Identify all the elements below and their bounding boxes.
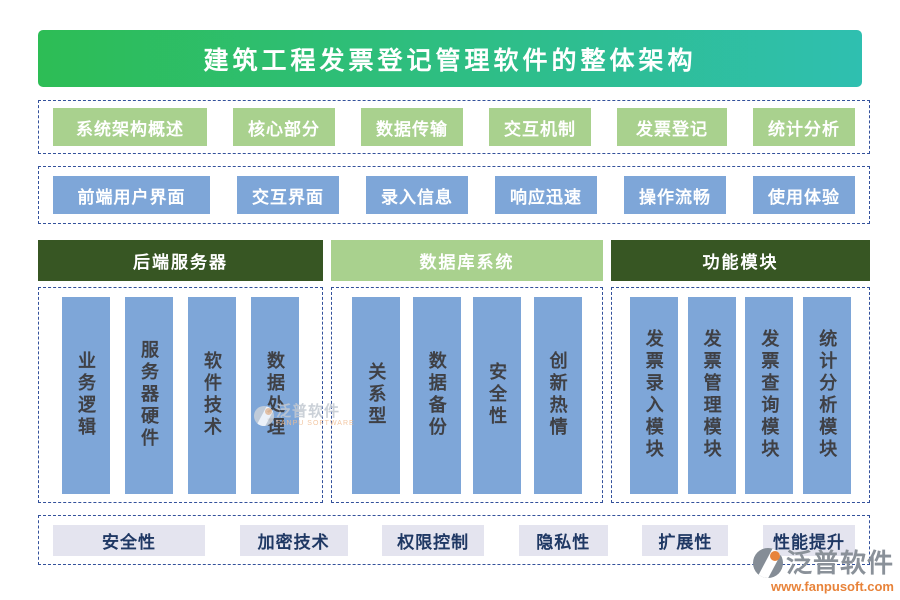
bar-label: 发票录入模块 [643,329,664,461]
chip-encryption: 加密技术 [239,524,348,556]
database-system-frame: 关系型 数据备份 安全性 创新热情 [331,287,603,503]
function-modules-frame: 发票录入模块 发票管理模块 发票查询模块 统计分析模块 [611,287,870,503]
header-backend-server: 后端服务器 [38,240,323,281]
chip-scalability: 扩展性 [642,524,729,556]
backend-server-frame: 业务逻辑 服务器硬件 软件技术 数据处理 [38,287,323,503]
bar-data-backup: 数据备份 [412,296,461,494]
node-info-entry: 录入信息 [366,176,468,214]
bar-label: 统计分析模块 [817,329,838,461]
node-data-transmission: 数据传输 [361,108,463,146]
brand-website: www.fanpusoft.com [770,579,894,594]
bar-relational: 关系型 [352,296,401,494]
brand-name: 泛普软件 [785,548,894,578]
node-user-experience: 使用体验 [753,176,855,214]
bar-label: 软件技术 [202,351,222,439]
bar-label: 服务器硬件 [139,340,159,450]
header-function-modules: 功能模块 [611,240,870,281]
bar-label: 数据处理 [265,351,285,439]
brand-logo: 泛普软件 www.fanpusoft.com [748,548,894,593]
bar-label: 创新热情 [547,351,568,439]
bar-label: 发票管理模块 [701,329,722,461]
chip-privacy: 隐私性 [518,524,608,556]
bar-security: 安全性 [473,296,522,494]
bar-invoice-entry-module: 发票录入模块 [629,296,678,494]
section-columns: 业务逻辑 服务器硬件 软件技术 数据处理 关系型 数据备份 安全性 创新热情 发… [38,287,870,503]
bar-label: 业务逻辑 [76,351,96,439]
quality-row-frame: 安全性 加密技术 权限控制 隐私性 扩展性 性能提升 [38,515,870,565]
chip-security: 安全性 [53,524,205,556]
header-database-system: 数据库系统 [331,240,603,281]
bar-data-processing: 数据处理 [251,296,299,494]
overview-row-frame: 系统架构概述 核心部分 数据传输 交互机制 发票登记 统计分析 [38,100,870,154]
diagram-title: 建筑工程发票登记管理软件的整体架构 [38,30,862,87]
bar-invoice-management-module: 发票管理模块 [687,296,736,494]
frontend-row-frame: 前端用户界面 交互界面 录入信息 响应迅速 操作流畅 使用体验 [38,166,870,224]
node-core-part: 核心部分 [233,108,335,146]
node-fast-response: 响应迅速 [495,176,597,214]
node-statistical-analysis: 统计分析 [753,108,855,146]
bar-label: 安全性 [487,362,508,428]
node-invoice-registration: 发票登记 [617,108,727,146]
bar-server-hardware: 服务器硬件 [125,296,173,494]
chip-permission-control: 权限控制 [382,524,485,556]
bar-label: 关系型 [366,362,387,428]
fanpu-logo-icon [752,548,783,578]
node-smooth-operation: 操作流畅 [624,176,726,214]
node-interaction-mechanism: 交互机制 [489,108,591,146]
section-headers: 后端服务器 数据库系统 功能模块 [38,240,870,281]
bar-business-logic: 业务逻辑 [62,296,110,494]
bar-software-technology: 软件技术 [188,296,236,494]
bar-invoice-query-module: 发票查询模块 [745,296,794,494]
node-interaction-interface: 交互界面 [237,176,339,214]
bar-label: 发票查询模块 [759,329,780,461]
node-frontend-ui: 前端用户界面 [53,176,210,214]
bar-label: 数据备份 [426,351,447,439]
bar-innovation-passion: 创新热情 [533,296,582,494]
bar-statistics-analysis-module: 统计分析模块 [803,296,852,494]
node-architecture-overview: 系统架构概述 [53,108,207,146]
